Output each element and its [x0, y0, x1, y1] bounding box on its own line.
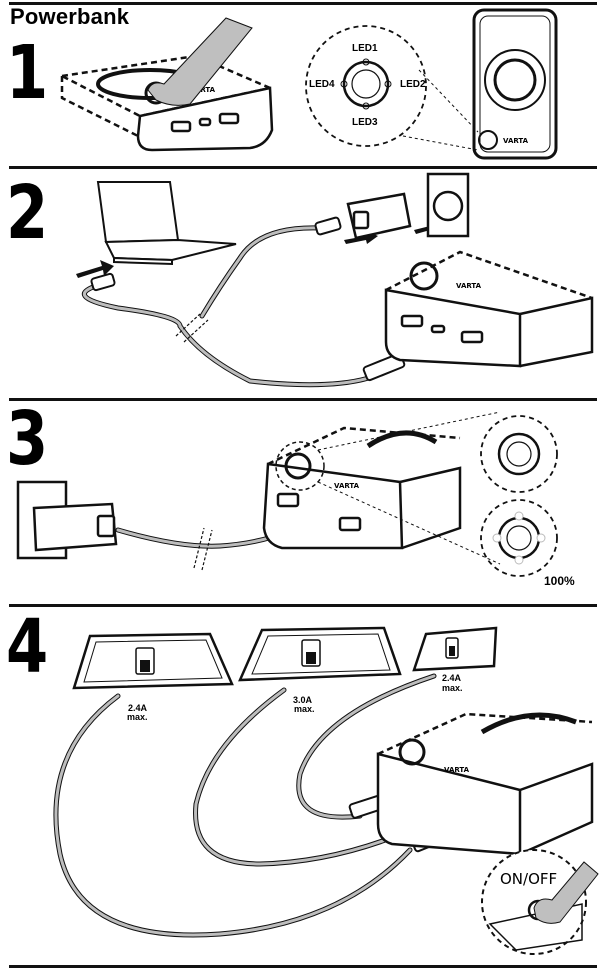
led-ring: [340, 58, 392, 110]
page-title: Powerbank: [10, 4, 130, 29]
led1-label: LED1: [352, 43, 378, 54]
output-3-current: 2.4A: [442, 673, 462, 683]
brand-logo: VARTA: [190, 86, 216, 94]
onoff-zoom: [481, 849, 599, 955]
bottom-rule: [9, 965, 597, 968]
led-zoom-empty: [480, 415, 558, 493]
brand-logo: VARTA: [444, 766, 470, 774]
brand-logo-small: VARTA: [503, 137, 529, 145]
step-3-number: 3: [6, 396, 49, 482]
led3-label: LED3: [352, 117, 378, 128]
output-2-current: 3.0A: [293, 695, 313, 705]
step-4-number: 4: [6, 604, 49, 690]
step-3-illustration: VARTA: [16, 411, 558, 577]
output-3-note: max.: [442, 683, 463, 693]
zoom-circle: [305, 25, 427, 147]
led2-label: LED2: [400, 79, 426, 90]
powerbank-device: [384, 250, 594, 368]
brand-logo: VARTA: [456, 282, 482, 290]
smartphone: [412, 626, 498, 672]
powerbank-device: [57, 54, 275, 152]
step-4-illustration: VARTA: [53, 626, 599, 955]
output-1-note: max.: [127, 712, 148, 722]
usb-plug-laptop: [90, 272, 116, 292]
step-2-number: 2: [6, 170, 49, 256]
finger-pressing: [533, 861, 599, 924]
tablet-left: [72, 632, 234, 690]
onoff-label: ON/OFF: [500, 870, 558, 888]
wall-charger: [16, 480, 118, 560]
led4-label: LED4: [309, 79, 335, 90]
divider-1: [9, 166, 597, 169]
arrow-laptop: [76, 260, 114, 278]
step-1-number: 1: [6, 30, 49, 116]
output-2-note: max.: [294, 704, 315, 714]
divider-2: [9, 398, 597, 401]
output-1-current: 2.4A: [128, 703, 148, 713]
tablet-middle: [238, 626, 402, 682]
led-zoom-full: [480, 499, 558, 577]
powerbank-device: [262, 411, 501, 565]
powerbank-device: [376, 712, 594, 856]
finger-pressing: [147, 17, 253, 106]
step-1-illustration: VARTA VARTA: [57, 8, 558, 160]
powerbank-top-view: [402, 8, 558, 160]
brand-logo: VARTA: [334, 482, 360, 490]
wall-charger: [346, 192, 412, 240]
laptop: [96, 181, 237, 266]
charge-full-label: 100%: [544, 574, 575, 588]
top-rule: [9, 2, 597, 5]
wall-socket: [426, 172, 470, 238]
divider-3: [9, 604, 597, 607]
step-2-illustration: VARTA: [76, 172, 594, 388]
